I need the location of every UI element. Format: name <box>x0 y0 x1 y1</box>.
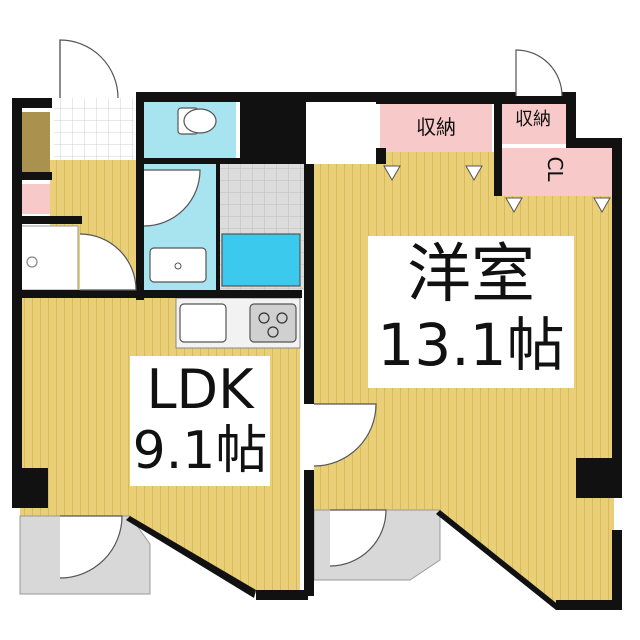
small-storage <box>20 184 50 214</box>
ldk-size: 9.1帖 <box>132 421 268 482</box>
doors <box>59 39 563 579</box>
bathtub <box>221 233 301 287</box>
wash-basin <box>149 247 207 283</box>
western-room-name: 洋室 <box>407 238 535 312</box>
walls <box>12 92 622 610</box>
drain-icon <box>26 256 38 268</box>
toilet-bowl-icon <box>183 108 217 134</box>
balcony-door-right <box>329 509 387 567</box>
balcony-door-left <box>59 515 123 579</box>
western-room-label: 洋室 13.1帖 <box>368 236 574 388</box>
room-door <box>313 403 377 467</box>
kitchen-sink-icon <box>179 303 227 343</box>
closet-area <box>500 148 614 196</box>
storage-2-area <box>500 104 566 144</box>
basin-drain-icon <box>174 262 182 270</box>
storage-1-area <box>380 104 492 152</box>
storage-door-marks <box>383 165 611 214</box>
ldk-label: LDK 9.1帖 <box>130 356 270 486</box>
storage-2-label: 収納 <box>515 109 551 130</box>
ldk-name: LDK <box>146 358 254 421</box>
shoe-cabinet <box>20 112 50 172</box>
closet-door <box>515 49 563 97</box>
closet-label: CL <box>543 156 567 182</box>
western-room-size: 13.1帖 <box>377 311 565 380</box>
entrance-tile <box>54 98 134 160</box>
burner-icon <box>267 326 279 338</box>
burner-icon <box>276 312 288 324</box>
bath-door <box>143 169 201 227</box>
storage-1-label: 収納 <box>416 115 456 139</box>
stove-icon <box>249 303 297 343</box>
hall-door <box>79 233 137 291</box>
entry-door <box>59 39 119 99</box>
burner-icon <box>258 312 270 324</box>
